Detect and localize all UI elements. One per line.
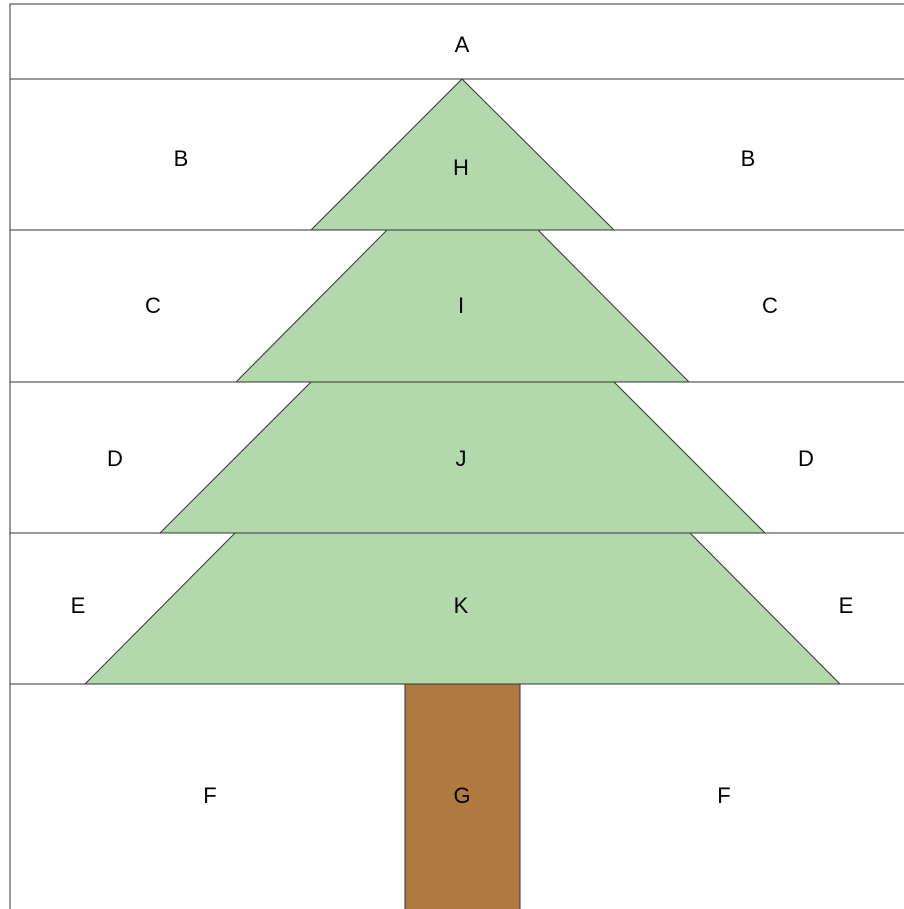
- label-e-right: E: [839, 593, 854, 618]
- label-g: G: [453, 783, 470, 808]
- label-d-right: D: [798, 446, 814, 471]
- label-k: K: [454, 593, 469, 618]
- tree-tier-k: [83, 532, 842, 685]
- label-a: A: [455, 32, 470, 57]
- label-j: J: [456, 446, 467, 471]
- tree-tier-j: [158, 381, 767, 534]
- label-c-right: C: [762, 293, 778, 318]
- label-f-right: F: [717, 783, 730, 808]
- label-b-left: B: [174, 146, 189, 171]
- label-f-left: F: [203, 783, 216, 808]
- label-i: I: [458, 293, 464, 318]
- label-b-right: B: [741, 146, 756, 171]
- tree-tier-i: [234, 229, 691, 383]
- label-c-left: C: [145, 293, 161, 318]
- label-e-left: E: [71, 593, 86, 618]
- label-h: H: [453, 155, 469, 180]
- tree-trunk: [404, 683, 521, 909]
- label-d-left: D: [107, 446, 123, 471]
